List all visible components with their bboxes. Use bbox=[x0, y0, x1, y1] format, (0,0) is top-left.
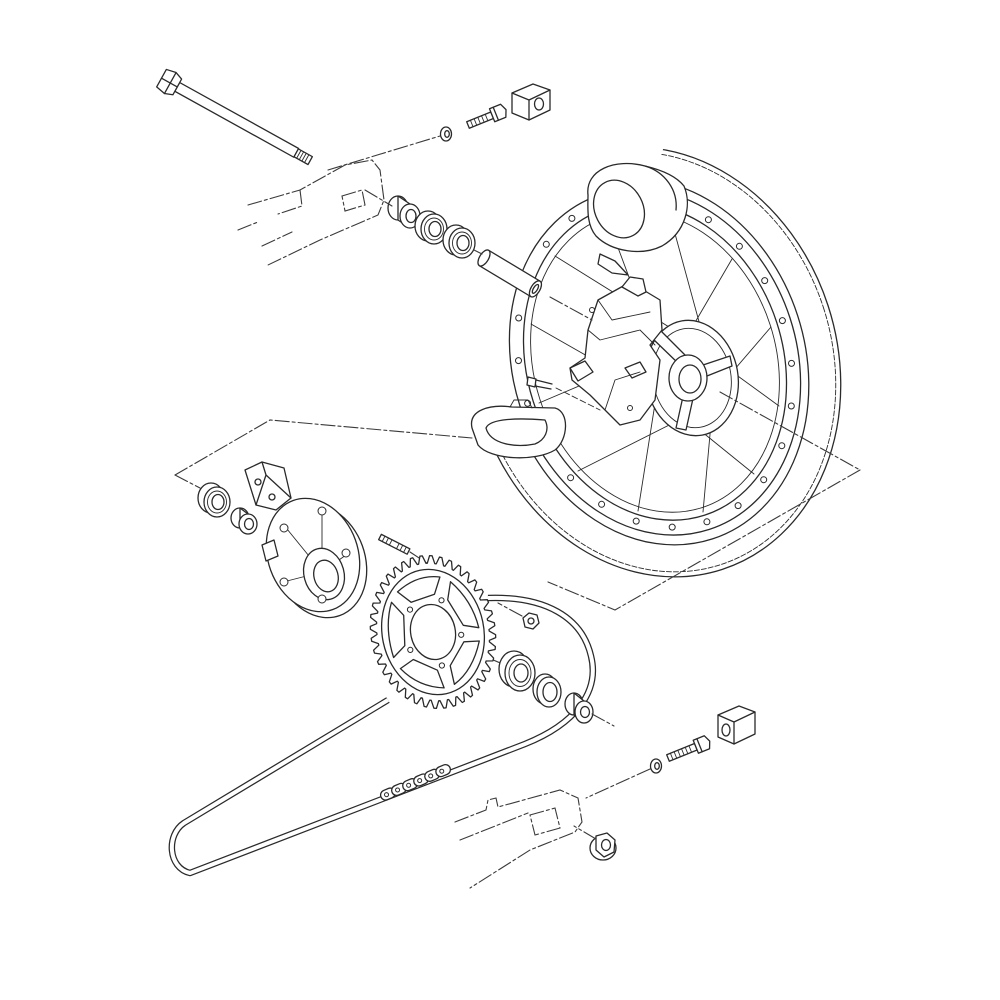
carrier-boss bbox=[341, 548, 351, 558]
spoke-nipple bbox=[598, 500, 606, 508]
spoke-nipple bbox=[761, 277, 769, 285]
spoke-nipple bbox=[515, 357, 522, 365]
carrier-boss bbox=[317, 506, 327, 516]
sprocket-carrier bbox=[261, 497, 368, 619]
carrier-boss bbox=[279, 577, 289, 587]
nut-center-line bbox=[497, 602, 523, 617]
spoke-nipple bbox=[788, 359, 795, 367]
adjuster-bolt-right bbox=[666, 735, 711, 762]
damper-housing bbox=[569, 276, 663, 426]
center-lines-top bbox=[327, 135, 861, 471]
spoke-nipple bbox=[778, 442, 786, 450]
chain-adjuster-right bbox=[717, 705, 756, 745]
sprocket-bolt-hole bbox=[458, 631, 465, 638]
bearing-sprocket-side bbox=[197, 482, 231, 518]
washer-right bbox=[649, 758, 663, 774]
sprocket-nut bbox=[522, 612, 540, 630]
sprocket-ring bbox=[380, 568, 486, 696]
center-lines-bottom bbox=[573, 713, 651, 840]
spoke-nipple bbox=[632, 517, 640, 525]
spoke-nipple bbox=[760, 476, 768, 484]
sprocket-bolt-hole bbox=[438, 662, 445, 669]
rear-wheel bbox=[468, 146, 842, 578]
carrier-boss bbox=[317, 594, 327, 604]
sprocket-bolt-holes bbox=[406, 597, 465, 669]
collar-sprocket-side bbox=[230, 507, 258, 535]
sprocket-bolt-hole bbox=[407, 646, 414, 654]
spoke-nipple bbox=[567, 474, 575, 482]
rear-sprocket bbox=[369, 554, 497, 710]
spoke-nipple bbox=[704, 216, 712, 224]
tire-section-top bbox=[587, 162, 688, 276]
chain-adjuster-top bbox=[511, 83, 551, 121]
spoke-nipple bbox=[515, 314, 523, 322]
sprocket-stud bbox=[377, 533, 411, 555]
spoke-nipple bbox=[787, 402, 795, 410]
tire-section-bottom bbox=[471, 399, 567, 459]
adjuster-bolt-top bbox=[466, 103, 507, 129]
sprocket-bolt-hole bbox=[438, 597, 445, 604]
swingarm-left-phantom bbox=[237, 159, 385, 266]
bearing-right bbox=[498, 650, 536, 692]
carrier-boss bbox=[279, 523, 289, 533]
sprocket-cutouts bbox=[387, 575, 480, 689]
spoke-nipple bbox=[542, 240, 550, 248]
axle-nut bbox=[589, 832, 617, 861]
swingarm-right-phantom bbox=[454, 789, 583, 889]
collar-right bbox=[564, 692, 594, 724]
wheel-spacer-tube bbox=[477, 249, 543, 298]
sprocket-bolt-hole bbox=[406, 606, 414, 613]
rear-axle bbox=[156, 68, 314, 166]
hub-damper-block bbox=[244, 461, 292, 511]
wheel-hub bbox=[644, 319, 740, 437]
spoke-nipple bbox=[668, 523, 676, 531]
spoke-nipples bbox=[515, 193, 795, 531]
bearing-left-2 bbox=[442, 224, 476, 259]
spoke-nipple bbox=[735, 242, 743, 250]
spoke-nipple bbox=[703, 518, 711, 526]
small-bolt bbox=[526, 376, 601, 411]
chain-master-link bbox=[379, 763, 452, 801]
spoke-nipple bbox=[778, 317, 786, 325]
spoke-nipple bbox=[568, 214, 576, 222]
washer-top bbox=[439, 126, 453, 142]
bearing-left-1 bbox=[414, 210, 448, 245]
oil-seal bbox=[532, 673, 562, 708]
spoke-nipple bbox=[734, 502, 742, 510]
sprocket-bore bbox=[409, 603, 457, 661]
